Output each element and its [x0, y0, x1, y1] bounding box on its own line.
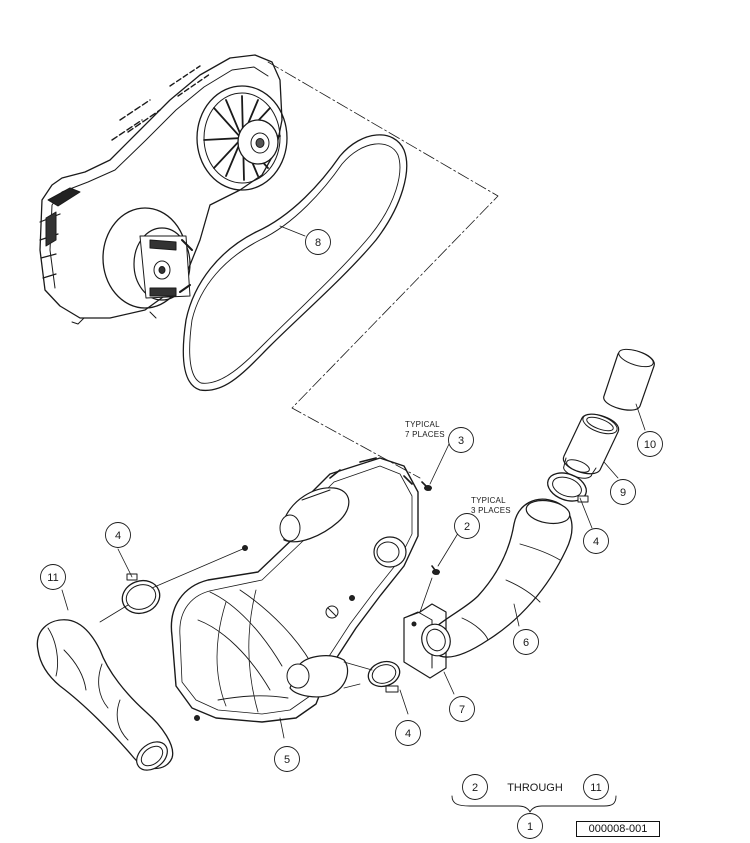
callout-leaders	[61, 225, 646, 739]
callout-11-summary: 11	[590, 782, 601, 794]
callout-4-right: 4	[593, 536, 599, 548]
note-typical-3-line1: TYPICAL	[471, 496, 506, 505]
callout-4-bottom: 4	[405, 728, 411, 740]
callout-5: 5	[284, 754, 290, 766]
screw-3	[421, 481, 432, 491]
callout-6: 6	[523, 637, 529, 649]
drive-belt	[182, 134, 408, 392]
callout-8: 8	[315, 237, 321, 249]
duct-11	[36, 619, 174, 771]
duct-6	[421, 498, 573, 658]
clamp-left	[121, 573, 161, 615]
note-typical-3-line2: 3 PLACES	[471, 506, 511, 515]
screw-2	[431, 565, 440, 575]
summary-brace	[451, 795, 617, 813]
note-typical-7-line1: TYPICAL	[405, 420, 440, 429]
through-label: THROUGH	[507, 782, 563, 794]
callout-9: 9	[620, 487, 626, 499]
assembly-leader-line	[267, 61, 499, 479]
callout-circles	[40, 229, 663, 839]
callout-3: 3	[458, 435, 464, 447]
callout-7: 7	[459, 704, 465, 716]
callout-1: 1	[527, 821, 533, 833]
prefilter-sleeve-10	[603, 348, 655, 411]
clamp-bottom	[367, 660, 401, 693]
callout-11-left: 11	[47, 572, 58, 584]
inner-clutch-housing	[39, 54, 283, 325]
callout-4-left: 4	[115, 530, 121, 542]
figure-id-box: 000008-001	[576, 821, 660, 837]
drive-pulley	[102, 207, 193, 309]
filter-element-9	[562, 413, 620, 479]
callout-10: 10	[644, 439, 656, 451]
callout-2: 2	[464, 521, 470, 533]
callout-2-summary: 2	[472, 782, 478, 794]
driven-pulley	[196, 85, 288, 191]
note-typical-7-line2: 7 PLACES	[405, 430, 445, 439]
outer-clutch-cover	[170, 457, 419, 723]
